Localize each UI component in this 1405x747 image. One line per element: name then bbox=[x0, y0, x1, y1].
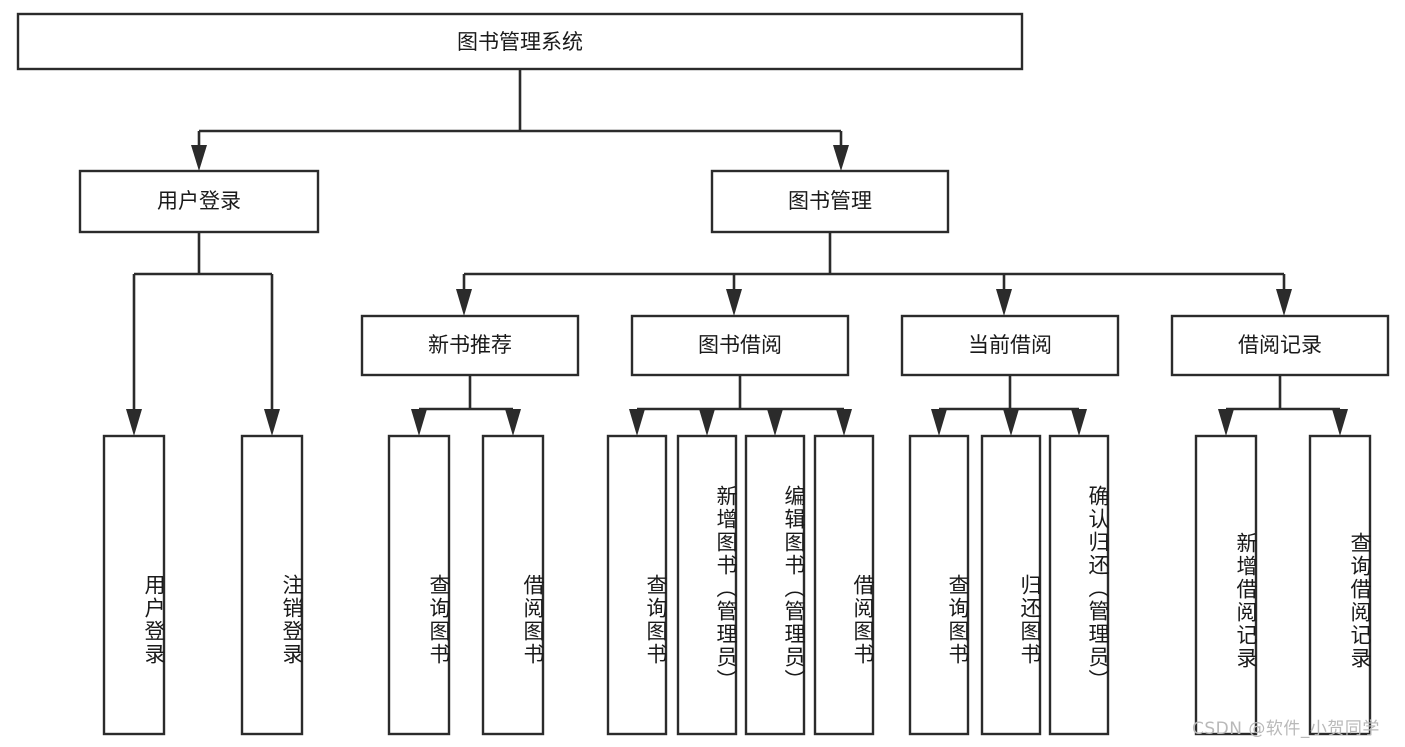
node-book-management-label: 图书管理 bbox=[788, 189, 872, 213]
node-user-login-label: 用户登录 bbox=[157, 189, 241, 213]
leaf-query-book-3-box[interactable] bbox=[908, 434, 970, 736]
leaf-user-login-box[interactable] bbox=[102, 434, 166, 736]
node-root-box[interactable] bbox=[16, 12, 1024, 71]
node-book-borrow-box[interactable] bbox=[630, 314, 850, 377]
leaf-borrow-book-2-box[interactable] bbox=[813, 434, 875, 736]
arrow-head-leaf-query-book-3 bbox=[931, 409, 947, 436]
arrow-head-new-book-recommend bbox=[456, 289, 472, 316]
arrow-head-leaf-query-book-2 bbox=[629, 409, 645, 436]
node-root-label: 图书管理系统 bbox=[457, 30, 583, 54]
arrow-head-leaf-add-record bbox=[1218, 409, 1234, 436]
node-borrow-record[interactable]: 借阅记录 bbox=[1170, 314, 1390, 377]
arrow-head-leaf-return-book bbox=[1003, 409, 1019, 436]
arrow-head-leaf-add-book bbox=[699, 409, 715, 436]
connector-layer bbox=[126, 69, 1348, 436]
node-user-login[interactable]: 用户登录 bbox=[78, 169, 320, 234]
leaf-edit-book-box[interactable] bbox=[744, 434, 806, 736]
node-borrow-record-label: 借阅记录 bbox=[1238, 333, 1322, 357]
leaf-query-record-box[interactable] bbox=[1308, 434, 1372, 736]
arrow-head-leaf-query-record bbox=[1332, 409, 1348, 436]
node-current-borrow-box[interactable] bbox=[900, 314, 1120, 377]
node-book-management[interactable]: 图书管理 bbox=[710, 169, 950, 234]
arrow-head-leaf-borrow-book-1 bbox=[505, 409, 521, 436]
leaf-logout-box[interactable] bbox=[240, 434, 304, 736]
leaf-confirm-return-box[interactable] bbox=[1048, 434, 1110, 736]
arrow-head-book-management bbox=[833, 145, 849, 171]
arrow-head-leaf-confirm-return bbox=[1071, 409, 1087, 436]
arrow-head-book-borrow bbox=[726, 289, 742, 316]
leaf-query-book-2-box[interactable] bbox=[606, 434, 668, 736]
leaf-borrow-book-1-box[interactable] bbox=[481, 434, 545, 736]
arrow-head-leaf-user-login bbox=[126, 409, 142, 436]
watermark-text: CSDN @软件_小贺同学 bbox=[1192, 719, 1380, 739]
arrow-head-user-login bbox=[191, 145, 207, 171]
node-new-book-recommend[interactable]: 新书推荐 bbox=[360, 314, 580, 377]
arrow-head-borrow-record bbox=[1276, 289, 1292, 316]
arrow-head-leaf-logout bbox=[264, 409, 280, 436]
node-book-borrow-label: 图书借阅 bbox=[698, 333, 782, 357]
arrow-head-leaf-query-book-1 bbox=[411, 409, 427, 436]
leaf-return-book-box[interactable] bbox=[980, 434, 1042, 736]
leaf-add-record-box[interactable] bbox=[1194, 434, 1258, 736]
node-root[interactable]: 图书管理系统 bbox=[16, 12, 1024, 71]
node-user-login-box[interactable] bbox=[78, 169, 320, 234]
arrow-head-leaf-borrow-book-2 bbox=[836, 409, 852, 436]
node-book-borrow[interactable]: 图书借阅 bbox=[630, 314, 850, 377]
node-new-book-recommend-label: 新书推荐 bbox=[428, 333, 512, 357]
leaf-boxes-layer bbox=[102, 434, 1372, 736]
leaf-query-book-1-box[interactable] bbox=[387, 434, 451, 736]
node-new-book-recommend-box[interactable] bbox=[360, 314, 580, 377]
arrow-head-current-borrow bbox=[996, 289, 1012, 316]
node-book-management-box[interactable] bbox=[710, 169, 950, 234]
arrow-head-leaf-edit-book bbox=[767, 409, 783, 436]
node-current-borrow[interactable]: 当前借阅 bbox=[900, 314, 1120, 377]
node-current-borrow-label: 当前借阅 bbox=[968, 333, 1052, 357]
node-borrow-record-box[interactable] bbox=[1170, 314, 1390, 377]
leaf-add-book-box[interactable] bbox=[676, 434, 738, 736]
